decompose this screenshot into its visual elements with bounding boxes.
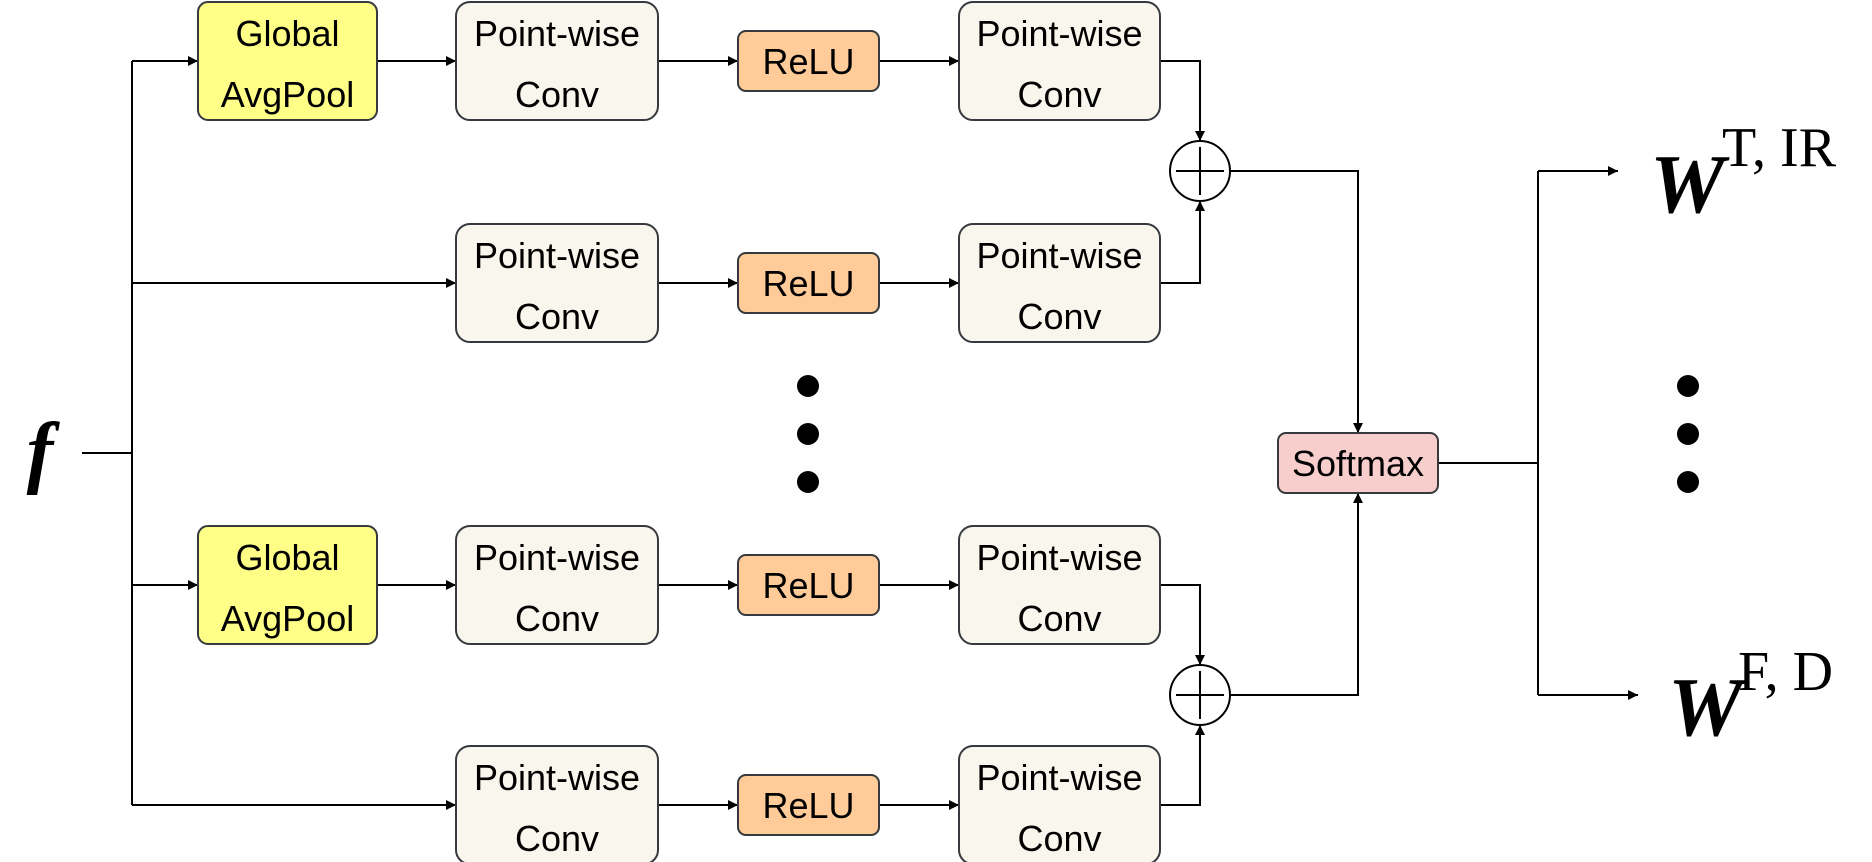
pw-label-line2: Conv: [515, 296, 599, 337]
pointwise-conv-block: Point-wise Conv: [455, 525, 659, 645]
pw-label-line2: Conv: [1017, 818, 1101, 859]
edge: [1230, 493, 1363, 696]
pointwise-conv-block: Point-wise Conv: [958, 1, 1161, 121]
output-weight-base: W: [1650, 138, 1730, 231]
gap-label-line2: AvgPool: [221, 598, 354, 639]
softmax-block: Softmax: [1277, 432, 1439, 494]
gap-label-line2: AvgPool: [221, 74, 354, 115]
output-weight-superscript: T, IR: [1722, 117, 1837, 179]
relu-label: ReLU: [762, 41, 854, 82]
pw-label-line1: Point-wise: [976, 537, 1142, 578]
relu-block: ReLU: [737, 30, 880, 92]
pw-label-line2: Conv: [515, 74, 599, 115]
pw-label-line2: Conv: [1017, 296, 1101, 337]
pw-label-line1: Point-wise: [976, 13, 1142, 54]
pw-label-line1: Point-wise: [474, 235, 640, 276]
pw-label-line2: Conv: [515, 598, 599, 639]
softmax-label: Softmax: [1292, 443, 1424, 484]
edge: [1160, 584, 1205, 665]
relu-label: ReLU: [762, 785, 854, 826]
edge: [1160, 201, 1205, 284]
pw-label-line1: Point-wise: [976, 235, 1142, 276]
edge: [1230, 170, 1363, 433]
relu-label: ReLU: [762, 565, 854, 606]
pw-label-line1: Point-wise: [474, 757, 640, 798]
output-weight-top: W T, IR: [1650, 117, 1837, 231]
relu-label: ReLU: [762, 263, 854, 304]
pointwise-conv-block: Point-wise Conv: [455, 745, 659, 862]
pointwise-conv-block: Point-wise Conv: [958, 525, 1161, 645]
pw-label-line2: Conv: [1017, 74, 1101, 115]
pointwise-conv-block: Point-wise Conv: [958, 745, 1161, 862]
edge: [1160, 60, 1205, 141]
pw-label-line2: Conv: [1017, 598, 1101, 639]
gap-block: Global AvgPool: [197, 1, 378, 121]
relu-block: ReLU: [737, 554, 880, 616]
pointwise-conv-block: Point-wise Conv: [958, 223, 1161, 343]
pw-label-line1: Point-wise: [474, 13, 640, 54]
pw-label-line1: Point-wise: [976, 757, 1142, 798]
input-label: f: [27, 408, 61, 496]
output-weight-bottom: W F, D: [1668, 641, 1833, 754]
ellipsis-dots: [797, 375, 819, 493]
pointwise-conv-block: Point-wise Conv: [455, 1, 659, 121]
gap-block: Global AvgPool: [197, 525, 378, 645]
relu-block: ReLU: [737, 252, 880, 314]
output-ellipsis-dots: [1677, 375, 1699, 493]
output-weight-superscript: F, D: [1738, 641, 1833, 703]
edge: [1160, 725, 1205, 806]
gap-label-line1: Global: [235, 13, 339, 54]
relu-block: ReLU: [737, 774, 880, 836]
sum-node-top: [1169, 140, 1231, 202]
gap-label-line1: Global: [235, 537, 339, 578]
sum-node-bottom: [1169, 664, 1231, 726]
pw-label-line2: Conv: [515, 818, 599, 859]
output-weight-base: W: [1668, 661, 1748, 754]
pointwise-conv-block: Point-wise Conv: [455, 223, 659, 343]
connectors: [82, 56, 1638, 810]
pw-label-line1: Point-wise: [474, 537, 640, 578]
